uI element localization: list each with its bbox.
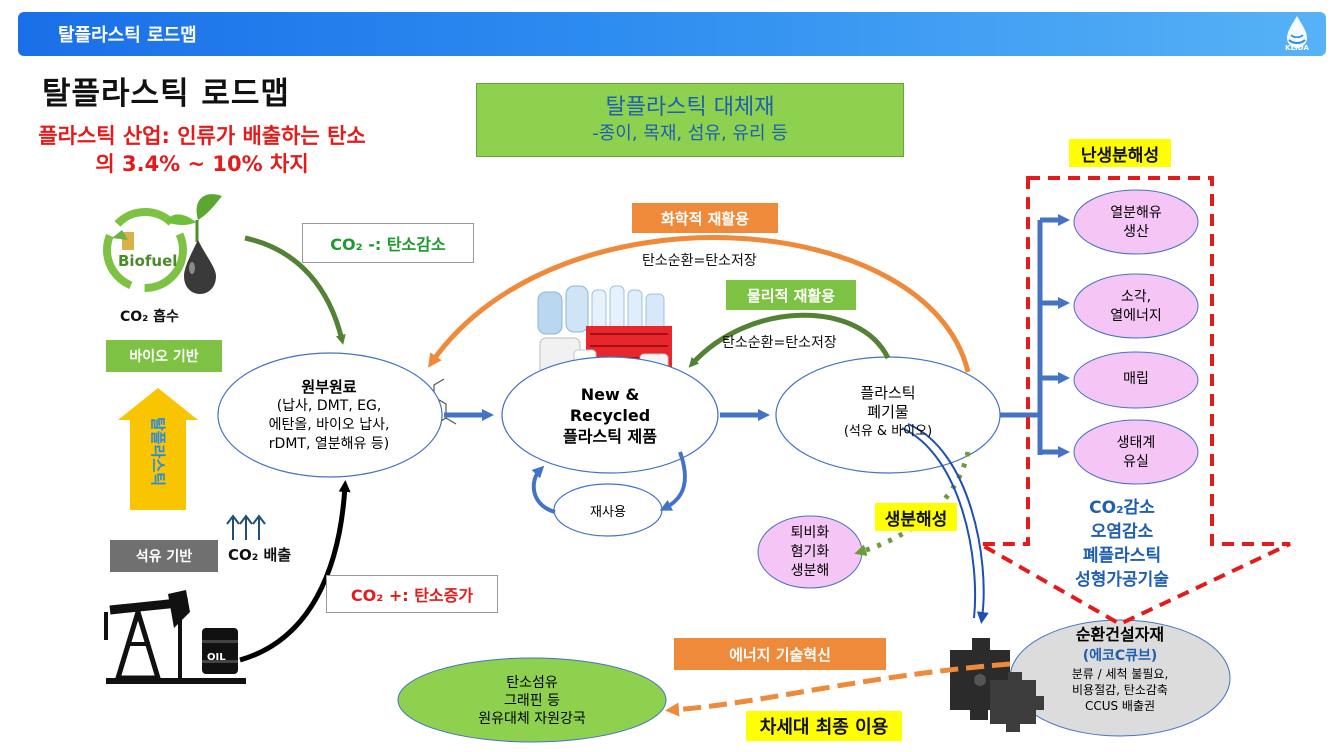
non-biodegradable-frame bbox=[972, 176, 1291, 627]
product-line: 플라스틱 제품 bbox=[563, 427, 657, 446]
raw-material-line: rDMT, 열분해유 등) bbox=[268, 436, 390, 452]
alternatives-title: 탈플라스틱 대체재 bbox=[605, 95, 775, 120]
carbon-cycle-label-2: 탄소순환=탄소저장 bbox=[722, 335, 837, 351]
co2-increase-box: CO₂ +: 탄소증가 bbox=[326, 575, 498, 613]
construction-subtitle: (에코C큐브) bbox=[1082, 648, 1158, 664]
product-node bbox=[501, 356, 719, 474]
industry-note-line1: 플라스틱 산업: 인류가 배출하는 탄소 bbox=[38, 124, 366, 148]
alternatives-subtitle: -종이, 목재, 섬유, 유리 등 bbox=[592, 123, 788, 144]
treatment-pyrolysis bbox=[1073, 189, 1199, 255]
co2-effects-list: CO₂감소 오염감소 폐플라스틱 성형가공기술 bbox=[1075, 498, 1169, 590]
compost-text: 퇴비화 혐기화 생분해 bbox=[790, 525, 830, 579]
waste-line: 플라스틱 bbox=[860, 384, 916, 402]
treatment-ecosystem bbox=[1073, 419, 1199, 485]
raw-material-title: 원부원료 bbox=[301, 378, 357, 396]
co2-reduce-box: CO₂ -: 탄소감소 bbox=[302, 223, 474, 263]
waste-text: 플라스틱 폐기물 (석유 & 바이오) bbox=[790, 384, 986, 441]
treatment-landfill-text: 매립 bbox=[1123, 371, 1149, 387]
construction-title: 순환건설자재 bbox=[1075, 625, 1165, 644]
raw-material-line: 에탄올, 바이오 납사, bbox=[268, 417, 390, 433]
physical-recycling-arrow bbox=[688, 312, 891, 368]
construction-text: 순환건설자재 (에코C큐브) 분류 / 세척 불필요, 비용절감, 탄소감축 C… bbox=[1030, 624, 1210, 714]
product-line: Recycled bbox=[569, 406, 651, 425]
co2-emit-label: CO₂ 배출 bbox=[228, 546, 292, 564]
raw-material-line: (납사, DMT, EG, bbox=[276, 398, 382, 414]
treatment-incineration bbox=[1073, 273, 1199, 339]
alternatives-box: 탈플라스틱 대체재 -종이, 목재, 섬유, 유리 등 bbox=[476, 83, 904, 157]
oil-to-raw-arrow bbox=[239, 480, 351, 663]
reuse-loop-left bbox=[531, 465, 556, 514]
raw-material-text: 원부원료 (납사, DMT, EG, 에탄올, 바이오 납사, rDMT, 열분… bbox=[234, 378, 424, 454]
header-title: 탈플라스틱 로드맵 bbox=[58, 25, 197, 46]
logo-text: KLIDA bbox=[1285, 44, 1309, 52]
co2-absorb-label: CO₂ 흡수 bbox=[120, 309, 179, 325]
co2-emit-arrows bbox=[226, 514, 266, 540]
physical-recycling-box: 물리적 재활용 bbox=[726, 280, 856, 310]
chemical-recycling-box: 화학적 재활용 bbox=[632, 203, 778, 233]
reuse-label: 재사용 bbox=[590, 504, 626, 520]
bio-to-raw-arrow bbox=[244, 235, 346, 345]
next-gen-use-label: 차세대 최종 이용 bbox=[746, 711, 902, 741]
carbon-fiber-text: 탄소섬유 그래핀 등 원유대체 자원강국 bbox=[478, 675, 586, 727]
de-plastic-vertical-label: 탈플라스틱 bbox=[148, 416, 167, 486]
oil-based-box: 석유 기반 bbox=[110, 540, 218, 572]
biofuel-icon bbox=[103, 194, 222, 294]
product-line: New & bbox=[580, 385, 640, 404]
chemical-recycling-arrow bbox=[427, 235, 971, 373]
bio-based-box: 바이오 기반 bbox=[106, 340, 222, 372]
industry-note: 플라스틱 산업: 인류가 배출하는 탄소 의 3.4% ~ 10% 차지 bbox=[18, 122, 386, 178]
reuse-loop-right bbox=[659, 451, 687, 511]
eco-cube-icon bbox=[950, 638, 1044, 732]
treatment-incineration-text: 소각, 열에너지 bbox=[1110, 289, 1162, 324]
oil-label: OIL bbox=[207, 652, 226, 663]
construction-to-carbon-arrow bbox=[665, 661, 1011, 717]
treatment-pyrolysis-text: 열분해유 생산 bbox=[1110, 205, 1162, 240]
waste-to-construction-arrow bbox=[907, 423, 989, 624]
waste-sub: (석유 & 바이오) bbox=[843, 424, 933, 439]
non-biodegradable-label: 난생분해성 bbox=[1069, 139, 1171, 167]
page-title: 탈플라스틱 로드맵 bbox=[42, 76, 290, 112]
biodegradable-label: 생분해성 bbox=[875, 503, 957, 531]
raw-material-node bbox=[217, 352, 443, 478]
product-text: New & Recycled 플라스틱 제품 bbox=[520, 384, 700, 447]
header-bar bbox=[18, 12, 1326, 56]
carbon-cycle-label-1: 탄소순환=탄소저장 bbox=[642, 253, 757, 269]
treatment-ecosystem-text: 생태계 유실 bbox=[1116, 435, 1156, 470]
biofuel-label: Biofuel bbox=[118, 252, 178, 270]
oil-pump-icon bbox=[104, 590, 246, 684]
industry-note-line2: 의 3.4% ~ 10% 차지 bbox=[95, 152, 309, 176]
treatment-landfill bbox=[1073, 351, 1199, 409]
waste-line: 폐기물 bbox=[867, 403, 909, 421]
de-plastic-up-arrow bbox=[118, 388, 198, 510]
energy-tech-box: 에너지 기술혁신 bbox=[674, 638, 886, 670]
klida-logo-icon bbox=[1287, 16, 1307, 48]
carbon-fiber-node bbox=[397, 657, 667, 743]
